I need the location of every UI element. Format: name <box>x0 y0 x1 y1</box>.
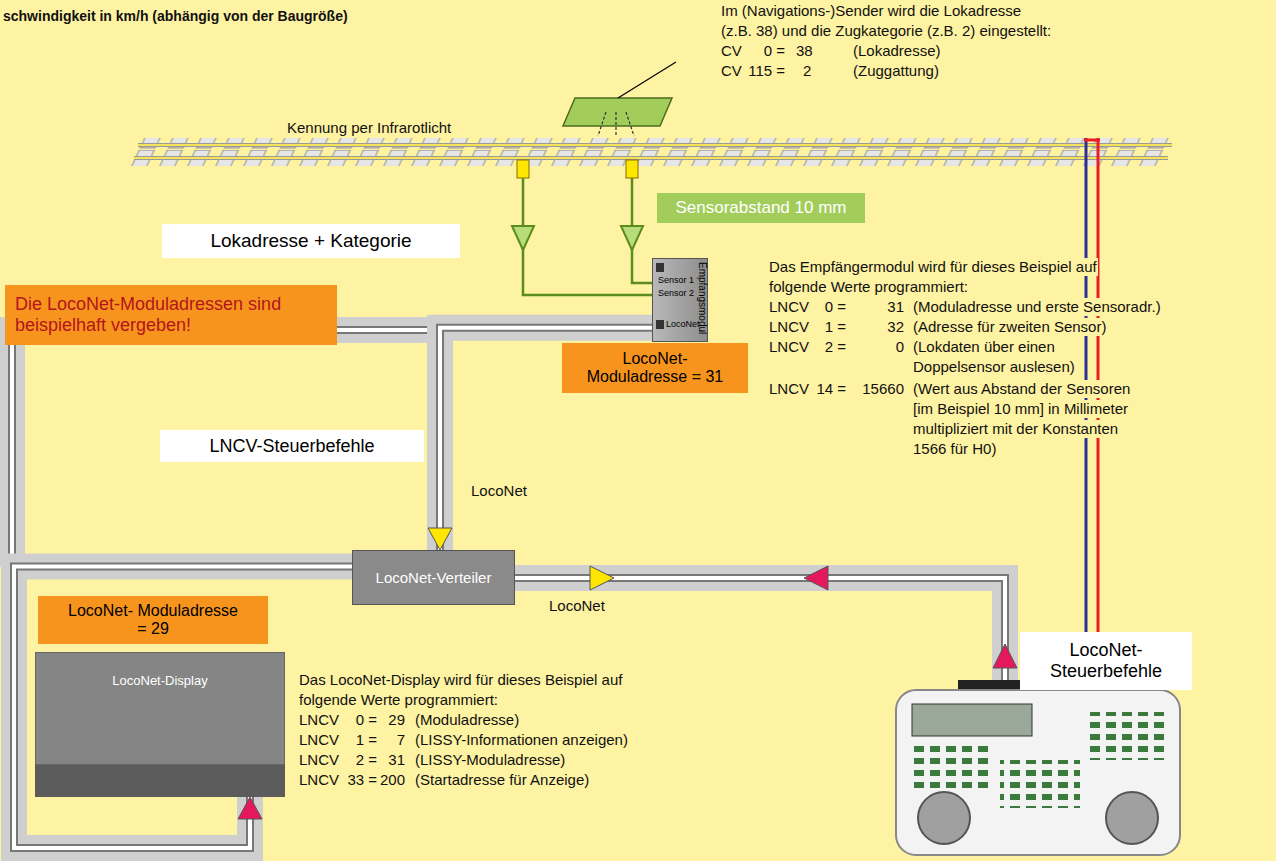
info-box: Sensorabstand 10 mm <box>657 193 865 223</box>
arrow-head <box>428 528 452 550</box>
annotation: (Lokadresse) <box>852 42 942 60</box>
annotation: 29 <box>387 711 406 729</box>
annotation: schwindigkeit in km/h (abhängig von der … <box>2 8 349 25</box>
annotation: 31 <box>886 298 905 316</box>
node-text: LocoNet-Display <box>112 674 207 689</box>
annotation: (Lokdaten über einen <box>912 338 1056 356</box>
info-box: Lokadresse + Kategorie <box>162 224 460 258</box>
annotation: (Moduladresse und erste Sensoradr.) <box>912 298 1162 316</box>
infrared-sender <box>563 98 672 126</box>
address-box: LocoNet- Moduladresse = 31 <box>562 343 748 393</box>
cable-band <box>12 330 440 567</box>
annotation: 1566 für H0) <box>912 440 997 458</box>
node-text: Sensor 2 <box>658 288 694 298</box>
annotation: 2 = <box>355 751 378 769</box>
node-text: Lokadresse + Kategorie <box>210 230 411 252</box>
annotation: 200 <box>379 771 406 789</box>
leader-line <box>618 62 676 98</box>
node-text: LocoNet-Verteiler <box>376 569 492 586</box>
annotation: 33 = <box>346 771 378 789</box>
display-box: LocoNet-Display <box>35 652 285 797</box>
annotation: CV <box>720 42 743 60</box>
annotation: LNCV <box>298 751 340 769</box>
annotation: (Zuggattung) <box>852 62 940 80</box>
node-text: Empfangsmodul <box>697 262 709 334</box>
annotation: (LISSY-Informationen anzeigen) <box>414 731 629 749</box>
annotation: 7 <box>396 731 406 749</box>
annotation: Doppelsensor auslesen) <box>912 358 1076 376</box>
annotation: (Moduladresse) <box>414 711 520 729</box>
annotation: CV <box>720 62 743 80</box>
info-box: LNCV-Steuerbefehle <box>160 430 424 462</box>
annotation: LNCV <box>768 318 810 336</box>
arrow-head <box>238 797 262 819</box>
annotation: (Adresse für zweiten Sensor) <box>912 318 1107 336</box>
annotation: Das LocoNet-Display wird für dieses Beis… <box>298 671 623 689</box>
node-text: LocoNet- Steuerbefehle <box>1031 640 1181 681</box>
annotation: folgende Werte programmiert: <box>768 278 969 296</box>
annotation: LNCV <box>298 731 340 749</box>
socket <box>656 320 664 329</box>
address-box: LocoNet- Moduladresse = 29 <box>38 596 268 644</box>
node-text: LocoNet- Moduladresse = 31 <box>575 350 735 387</box>
annotation: LNCV <box>768 298 810 316</box>
annotation: 14 = <box>815 380 847 398</box>
annotation: 2 = <box>824 338 847 356</box>
annotation: Kennung per Infrarotlicht <box>286 119 452 137</box>
annotation: 38 <box>795 42 814 60</box>
annotation: 0 = <box>763 42 786 60</box>
node-text: LocoNet- Moduladresse = 29 <box>68 602 238 639</box>
annotation: LNCV <box>768 380 810 398</box>
annotation: folgende Werte programmiert: <box>298 691 499 709</box>
annotation: 115 = <box>747 62 786 80</box>
annotation: 0 = <box>355 711 378 729</box>
track <box>128 138 1172 166</box>
annotation: 31 <box>387 751 406 769</box>
annotation: 0 = <box>824 298 847 316</box>
edge-label: LocoNet <box>470 482 528 500</box>
annotation: LocoNet <box>548 597 606 615</box>
annotation: LNCV <box>298 711 340 729</box>
infrared-beams <box>598 112 634 136</box>
note-box: Die LocoNet-Moduladressen sind beispielh… <box>5 285 337 345</box>
annotation: (LISSY-Moduladresse) <box>414 751 566 769</box>
annotation: 1 = <box>824 318 847 336</box>
annotation: 32 <box>886 318 905 336</box>
node-text: LNCV-Steuerbefehle <box>209 436 374 457</box>
distributor-box: LocoNet-Verteiler <box>352 550 515 605</box>
sensor-wires <box>512 160 652 295</box>
annotation: (Wert aus Abstand der Sensoren <box>912 380 1131 398</box>
node-text: Die LocoNet-Moduladressen sind beispielh… <box>15 294 325 335</box>
annotation: (z.B. 38) und die Zugkategorie (z.B. 2) … <box>720 22 1052 40</box>
central-unit <box>896 680 1180 855</box>
annotation: multipliziert mit der Konstanten <box>912 420 1119 438</box>
annotation: (Startadresse für Anzeige) <box>414 771 590 789</box>
receiver-module: Sensor 1 Sensor 2 LocoNetEmpfangsmodul <box>652 258 708 342</box>
node-text: Sensorabstand 10 mm <box>675 198 846 218</box>
annotation: Das Empfängermodul wird für dieses Beisp… <box>768 258 1098 276</box>
node-text: LocoNet <box>666 319 700 329</box>
annotation: LNCV <box>768 338 810 356</box>
annotation: LNCV <box>298 771 340 789</box>
annotation: [im Beispiel 10 mm] in Millimeter <box>912 400 1129 418</box>
socket <box>656 263 664 272</box>
annotation: 2 <box>802 62 812 80</box>
node-text: Sensor 1 <box>658 275 694 285</box>
info-box: LocoNet- Steuerbefehle <box>1020 632 1192 690</box>
annotation: Im (Navigations-)Sender wird die Lokadre… <box>720 2 1022 20</box>
annotation: 0 <box>895 338 905 356</box>
annotation: 1 = <box>355 731 378 749</box>
annotation: 15660 <box>861 380 905 398</box>
